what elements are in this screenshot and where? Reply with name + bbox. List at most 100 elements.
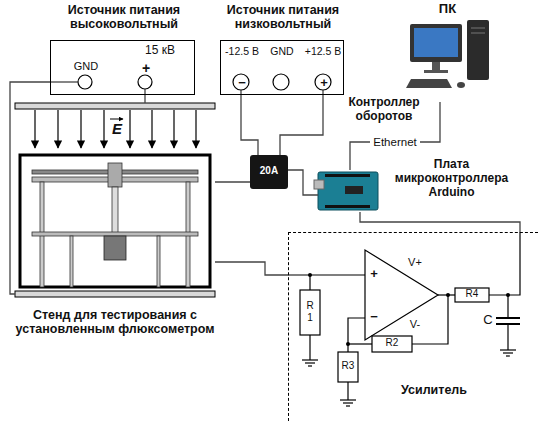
wire bbox=[347, 382, 348, 400]
post bbox=[157, 236, 160, 287]
computer-icon bbox=[406, 20, 489, 88]
node-text: GND bbox=[263, 45, 301, 57]
electrode-plate bbox=[15, 103, 215, 109]
wire bbox=[240, 90, 241, 95]
terminal bbox=[138, 75, 152, 89]
keyboard bbox=[406, 79, 452, 88]
field-arrow bbox=[34, 110, 35, 148]
arduino-node: Плата микроконтроллера Arduino bbox=[318, 170, 380, 212]
wire bbox=[241, 95, 258, 155]
node-title: Источник питания высоковольтный bbox=[49, 3, 199, 32]
wire bbox=[288, 170, 318, 195]
resistor-label: R 1 bbox=[303, 300, 317, 323]
terminal bbox=[78, 75, 92, 89]
post bbox=[70, 236, 73, 287]
node-text: 15 кВ bbox=[129, 44, 191, 58]
capacitor-symbol bbox=[496, 323, 520, 325]
computer-tower bbox=[467, 20, 489, 80]
monitor bbox=[410, 24, 462, 62]
node-text: 20A bbox=[250, 165, 288, 177]
ground-symbol bbox=[302, 359, 318, 360]
wire bbox=[489, 232, 520, 295]
wire bbox=[288, 274, 365, 275]
wire bbox=[10, 82, 50, 294]
edge-label: Ethernet bbox=[370, 136, 419, 148]
terminal bbox=[273, 74, 289, 90]
shelf bbox=[32, 232, 198, 236]
field-symbol: E bbox=[110, 120, 124, 138]
ground-symbol bbox=[302, 350, 516, 406]
amplifier-circuit bbox=[288, 232, 520, 406]
wire bbox=[360, 212, 520, 232]
wire bbox=[412, 295, 448, 344]
node-title: Стенд для тестирования с установленным ф… bbox=[5, 308, 225, 337]
speed-controller: Контроллер оборотов20A bbox=[250, 155, 288, 189]
resistor-symbol bbox=[300, 290, 320, 335]
wire bbox=[309, 335, 310, 360]
node-title: Контроллер оборотов bbox=[342, 96, 426, 124]
pin-header bbox=[325, 174, 370, 177]
junction-dot bbox=[346, 342, 350, 346]
junction-dot bbox=[446, 293, 450, 297]
computer-node: ПК bbox=[400, 2, 495, 102]
node-title: Источник питания низковольтный bbox=[208, 3, 358, 32]
resistor-label: R3 bbox=[339, 360, 357, 372]
supply-pin-label: V- bbox=[404, 318, 426, 331]
field-arrow bbox=[57, 110, 58, 148]
node-text: + bbox=[317, 75, 331, 91]
field-arrow bbox=[173, 110, 174, 148]
node-text: +12.5 В bbox=[301, 45, 345, 57]
wire bbox=[215, 181, 250, 182]
test-stand-node: Стенд для тестирования с установленным ф… bbox=[15, 103, 215, 297]
test-stand bbox=[15, 103, 215, 297]
power-supply-box: Источник питания низковольтный-12.5 ВGND… bbox=[220, 40, 344, 95]
field-arrow bbox=[80, 110, 81, 148]
rotor-hub bbox=[108, 163, 122, 187]
resistor-symbol bbox=[372, 336, 412, 352]
terminal bbox=[315, 74, 331, 90]
field-arrow bbox=[151, 110, 152, 148]
ground-symbol bbox=[346, 405, 350, 406]
junction-dot bbox=[308, 273, 510, 346]
vector-arrow bbox=[110, 119, 123, 120]
ground-symbol bbox=[305, 362, 315, 363]
wire bbox=[144, 95, 145, 103]
node-text: − bbox=[235, 75, 249, 91]
junction-dot bbox=[308, 273, 312, 277]
ground-symbol bbox=[503, 352, 513, 353]
capacitor-symbol bbox=[496, 317, 520, 319]
wire bbox=[350, 102, 440, 170]
node-title: Плата микроконтроллера Arduino bbox=[384, 158, 519, 199]
node-text: -12.5 В bbox=[221, 45, 263, 57]
wire bbox=[144, 89, 145, 95]
junction-dot bbox=[506, 293, 510, 297]
node-title: ПК bbox=[400, 2, 495, 17]
monitor-stand bbox=[432, 62, 440, 70]
resistor-symbol bbox=[338, 352, 358, 382]
wire bbox=[507, 324, 508, 350]
motor bbox=[104, 236, 126, 260]
chip bbox=[345, 186, 363, 194]
field-arrow bbox=[195, 110, 196, 148]
electrode-plate bbox=[15, 291, 215, 297]
terminal bbox=[233, 74, 249, 90]
capacitor-label: C bbox=[482, 312, 494, 328]
node-text: GND bbox=[69, 60, 103, 73]
power-supply-box: Источник питания высоковольтный15 кВGND+ bbox=[50, 40, 195, 95]
monitor-screen bbox=[414, 28, 458, 57]
wire bbox=[348, 318, 365, 352]
wire bbox=[348, 343, 372, 344]
computer-tower bbox=[471, 28, 485, 29]
ground-symbol bbox=[308, 365, 312, 366]
resistor-label: R4 bbox=[458, 288, 486, 300]
connector-layer bbox=[10, 82, 520, 294]
wire bbox=[507, 295, 508, 318]
arduino-board bbox=[314, 172, 378, 210]
wire bbox=[322, 90, 323, 95]
monitor-stand bbox=[424, 70, 448, 73]
node-text: + bbox=[133, 61, 159, 75]
supply-pin-label: V+ bbox=[404, 256, 426, 269]
